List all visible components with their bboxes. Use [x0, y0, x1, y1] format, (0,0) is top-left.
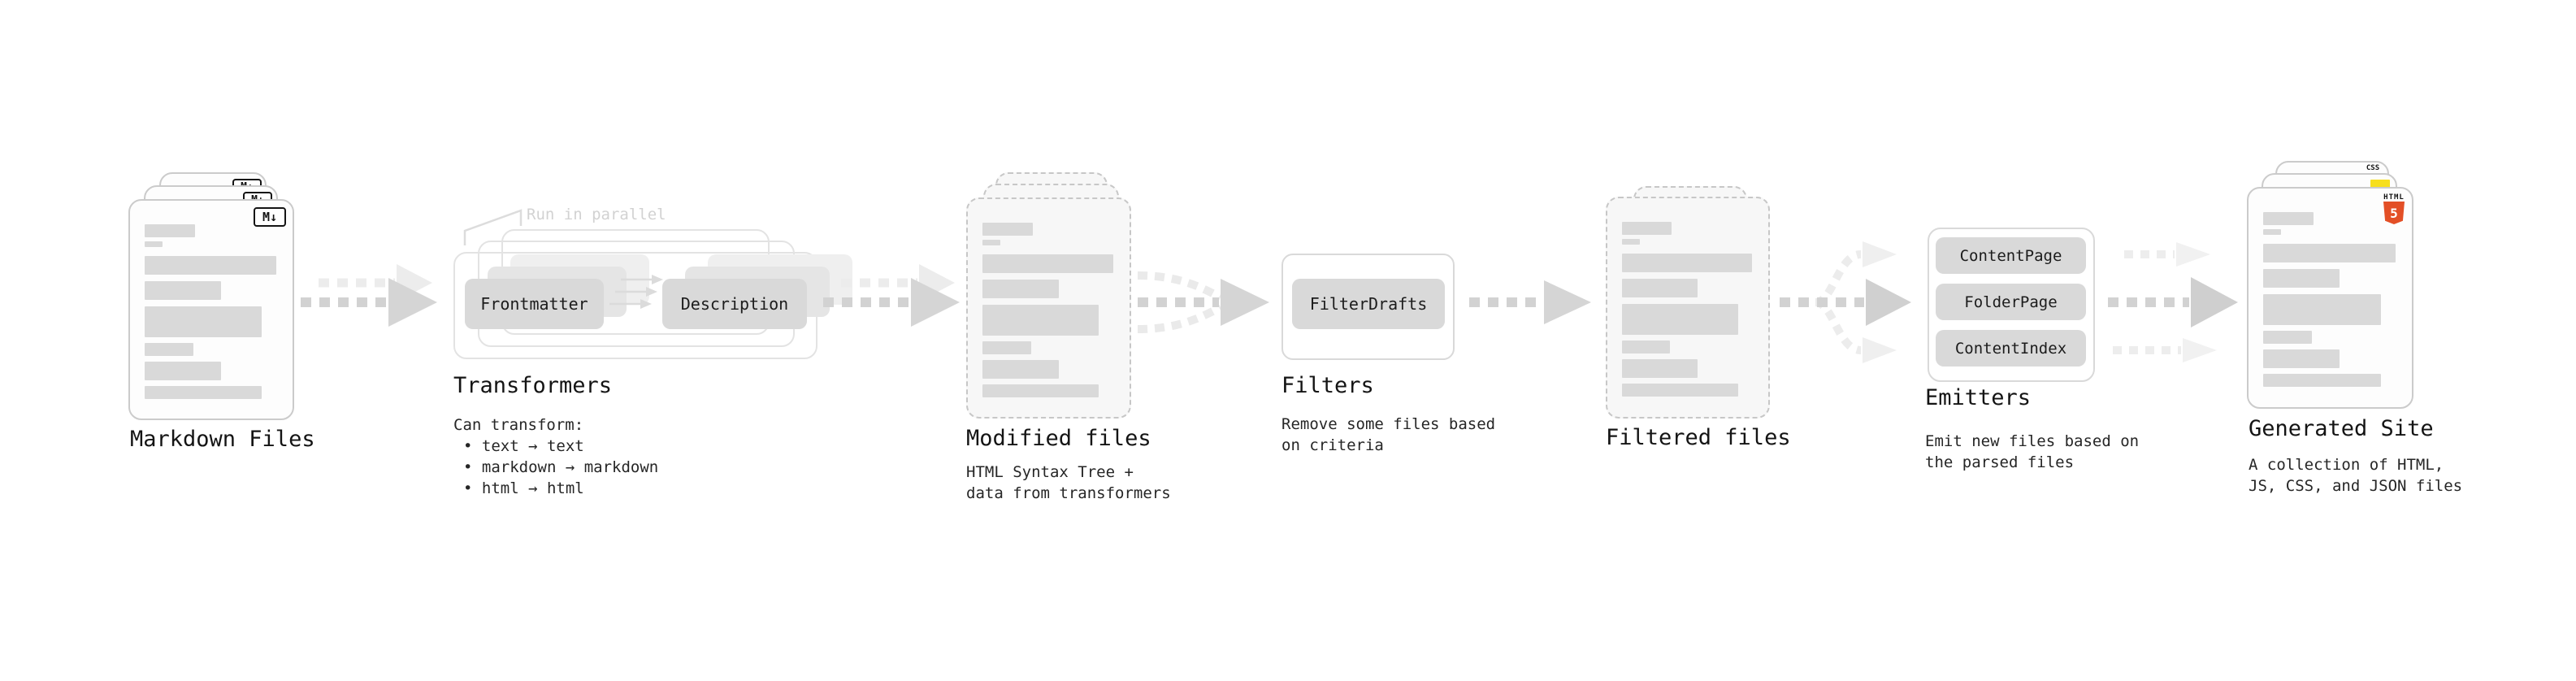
skeleton-line — [982, 240, 1000, 245]
generated-site-description: A collection of HTML, JS, CSS, and JSON … — [2249, 454, 2462, 497]
emitter-content-index: ContentIndex — [1936, 330, 2086, 367]
file-card-front — [966, 197, 1131, 419]
skeleton-line — [1622, 254, 1753, 272]
skeleton-line — [2263, 294, 2381, 325]
description-line: data from transformers — [966, 484, 1171, 502]
skeleton-line — [1622, 340, 1671, 354]
skeleton-line — [2263, 212, 2314, 225]
skeleton-line — [1622, 239, 1640, 245]
stage-label-transformers: Transformers — [453, 373, 613, 398]
description-line: the parsed files — [1925, 453, 2075, 471]
skeleton-line — [982, 341, 1031, 354]
annotation-leader-line — [463, 209, 523, 245]
description-line: JS, CSS, and JSON files — [2249, 477, 2463, 495]
skeleton-line — [982, 254, 1114, 273]
parallel-transform-arrows — [609, 275, 663, 309]
skeleton-line — [145, 256, 276, 275]
skeleton-line — [1622, 359, 1698, 378]
filters-description: Remove some files based on criteria — [1281, 414, 1495, 456]
skeleton-line — [145, 241, 163, 247]
skeleton-line — [2263, 331, 2313, 344]
skeleton-line — [145, 343, 193, 356]
arrow-emitters-to-generated — [2108, 242, 2238, 362]
run-in-parallel-annotation: Run in parallel — [527, 206, 666, 223]
emitters-description: Emit new files based on the parsed files — [1925, 431, 2139, 473]
description-line: A collection of HTML, — [2249, 456, 2444, 474]
markdown-icon: M↓ — [254, 207, 286, 227]
skeleton-line — [2263, 229, 2282, 235]
skeleton-line — [982, 280, 1059, 298]
skeleton-line — [145, 224, 195, 237]
html5-icon: HTML 5 — [2383, 193, 2405, 224]
arrow-filters-to-filtered — [1469, 280, 1591, 324]
transformer-output-box: Description — [662, 279, 807, 329]
css-icon-label: CSS — [2366, 164, 2380, 172]
emitter-content-page: ContentPage — [1936, 237, 2086, 274]
arrow-filtered-to-emitters — [1780, 241, 1911, 363]
arrow-modified-to-filters — [1137, 271, 1269, 333]
stage-label-emitters: Emitters — [1925, 385, 2032, 410]
skeleton-line — [145, 386, 262, 399]
description-line: Emit new files based on — [1925, 432, 2140, 450]
filter-drafts-box: FilterDrafts — [1292, 279, 1445, 329]
file-card-front: M↓ — [128, 199, 294, 420]
skeleton-line — [145, 362, 221, 380]
description-line: HTML Syntax Tree + — [966, 463, 1134, 481]
stage-label-filtered-files: Filtered files — [1606, 425, 1791, 450]
transformer-input-box: Frontmatter — [465, 279, 604, 329]
skeleton-line — [982, 223, 1033, 236]
file-card-front-html: HTML 5 — [2247, 187, 2413, 409]
skeleton-line — [982, 360, 1059, 379]
description-line: Remove some files based — [1281, 415, 1496, 433]
modified-files-description: HTML Syntax Tree + data from transformer… — [966, 462, 1171, 504]
skeleton-line — [145, 281, 221, 300]
transformers-description: Can transform: • text → text • markdown … — [453, 414, 658, 499]
emitter-folder-page: FolderPage — [1936, 284, 2086, 320]
html5-icon-label: HTML — [2383, 193, 2405, 202]
skeleton-line — [982, 305, 1099, 336]
skeleton-line — [1622, 304, 1738, 335]
stage-label-filters: Filters — [1281, 373, 1374, 398]
skeleton-line — [145, 306, 262, 337]
skeleton-line — [2263, 244, 2396, 262]
stage-label-generated-site: Generated Site — [2249, 416, 2434, 441]
skeleton-line — [1622, 384, 1738, 397]
description-title: Can transform: — [453, 416, 584, 434]
stage-label-modified-files: Modified files — [966, 426, 1151, 451]
skeleton-line — [2263, 349, 2340, 368]
html5-icon-shield: 5 — [2383, 202, 2405, 224]
bullet-item: • html → html — [463, 479, 584, 497]
skeleton-line — [2263, 374, 2381, 387]
bullet-item: • text → text — [463, 437, 584, 455]
bullet-item: • markdown → markdown — [463, 458, 659, 476]
arrow-markdown-to-transformers — [301, 264, 437, 327]
skeleton-line — [2263, 269, 2340, 288]
arrow-transformers-to-modified — [823, 264, 960, 327]
skeleton-line — [982, 384, 1099, 397]
skeleton-line — [1622, 279, 1698, 297]
file-card-front — [1606, 197, 1770, 419]
stage-label-markdown-files: Markdown Files — [130, 427, 315, 452]
skeleton-line — [1622, 222, 1672, 235]
description-line: on criteria — [1281, 436, 1384, 454]
